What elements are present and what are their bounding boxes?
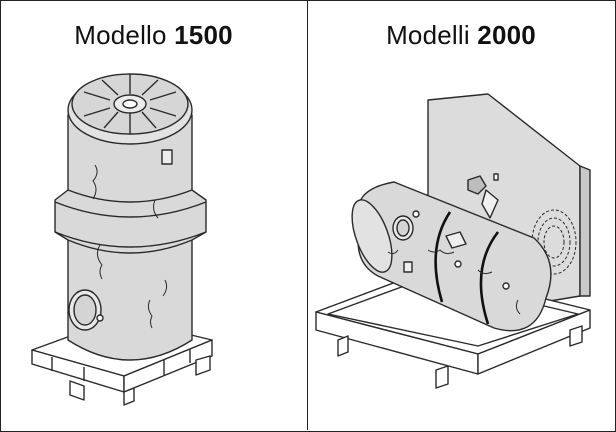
caption-number: 1500 (174, 20, 233, 50)
caption-number: 2000 (477, 20, 536, 50)
caption-model-2000: Modelli 2000 (308, 20, 614, 51)
tank-1500-illustration (31, 73, 213, 406)
caption-model-1500: Modello 1500 (0, 20, 307, 51)
tank-2000-illustration (315, 93, 591, 389)
panel-model-1500: Modello 1500 (0, 0, 307, 430)
tank-2000 (351, 181, 552, 332)
tank-1500 (54, 73, 207, 361)
caption-word: Modello (74, 20, 167, 50)
panel-divider (307, 0, 308, 430)
caption-word: Modelli (386, 20, 470, 50)
panel-model-2000: Modelli 2000 (308, 0, 614, 430)
